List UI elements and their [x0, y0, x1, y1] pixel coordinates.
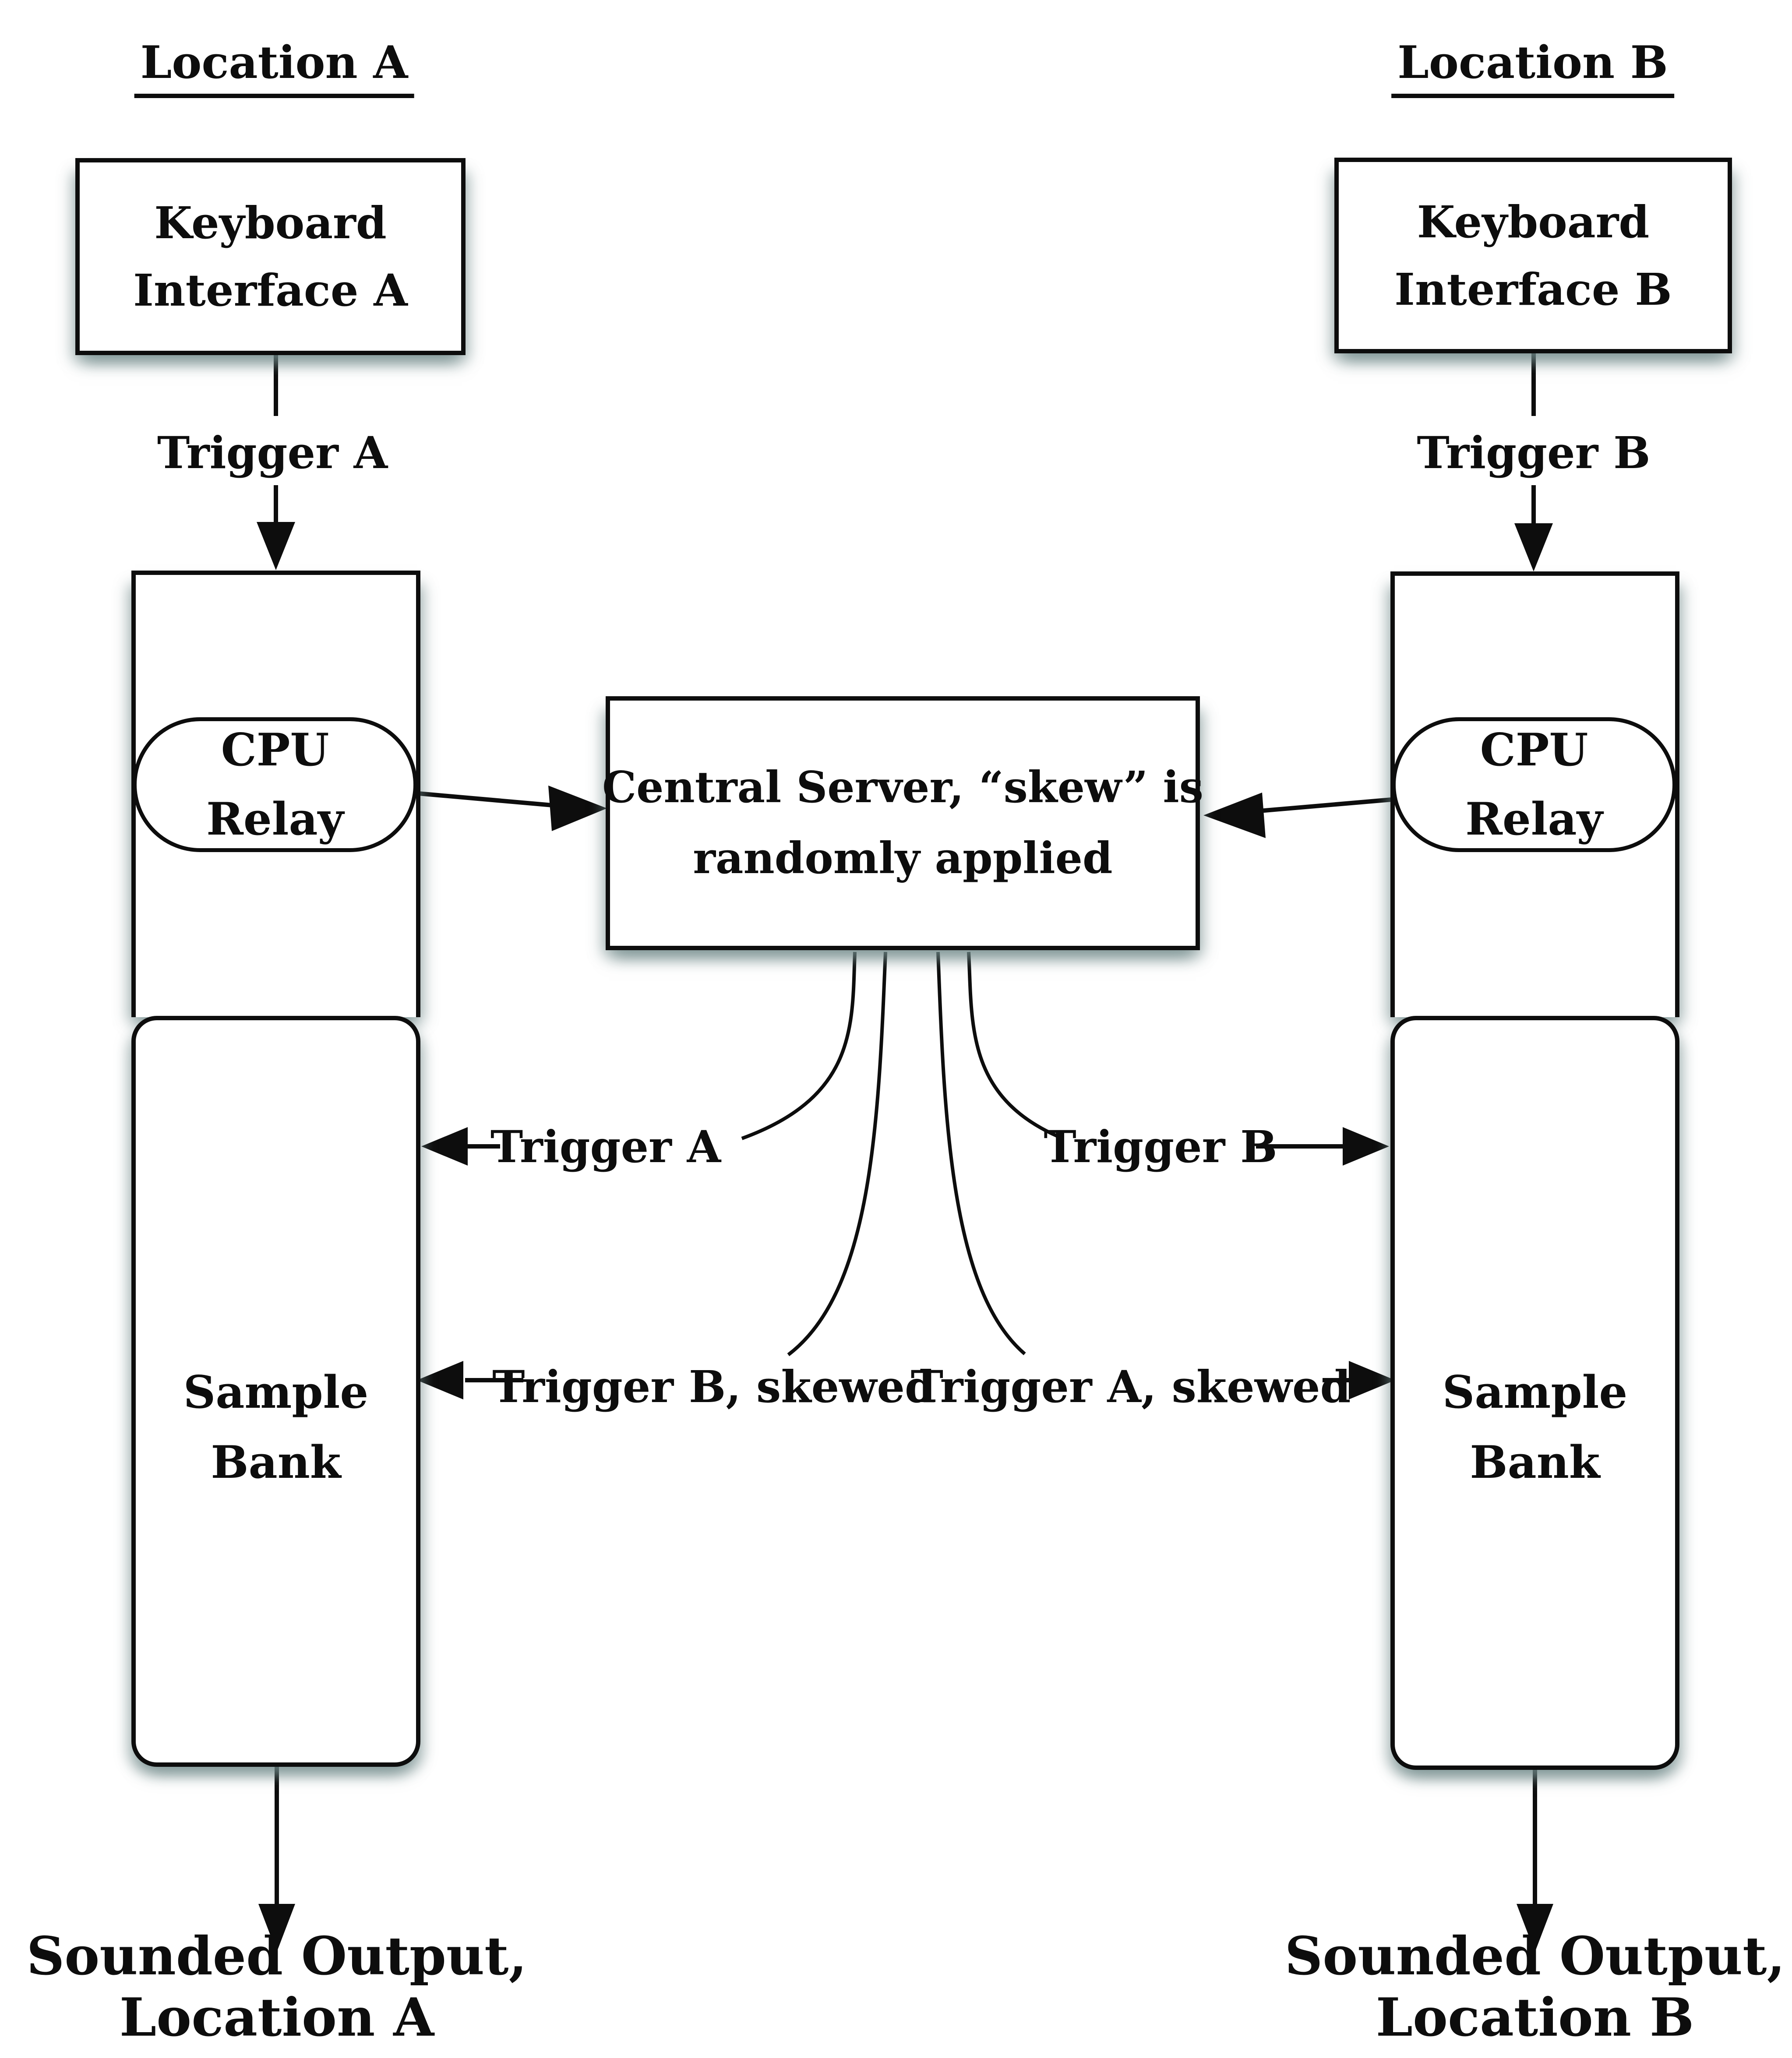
- server-curve-to-trigger-b-skewed: [787, 951, 887, 1357]
- sample-bank-a-line1: Sample: [183, 1366, 369, 1419]
- keyboard-b-line2: Interface B: [1394, 263, 1672, 315]
- trigger-a-direct-arrowhead: [421, 1127, 468, 1166]
- sounded-output-b-line2: Location B: [1376, 1987, 1694, 2048]
- trigger-b-arrowhead: [1514, 523, 1553, 571]
- sample-bank-b-box: Sample Bank: [1390, 1016, 1679, 1770]
- location-a-title-text: Location A: [134, 39, 414, 98]
- keyboard-a-line2: Interface A: [133, 264, 408, 316]
- keyboard-interface-a-box: Keyboard Interface A: [75, 158, 466, 355]
- sample-bank-b-line2: Bank: [1470, 1436, 1600, 1489]
- routed-trigger-b-skewed-label: Trigger B, skewed: [492, 1361, 935, 1413]
- server-curve-to-trigger-b: [967, 951, 1062, 1139]
- sample-bank-b-label: Sample Bank: [1395, 1357, 1675, 1498]
- keyboard-interface-b-box: Keyboard Interface B: [1334, 158, 1732, 353]
- sounded-output-a-line2: Location A: [119, 1987, 434, 2048]
- trigger-a-skewed-arrowhead: [1349, 1361, 1395, 1399]
- sample-bank-a-line2: Bank: [211, 1436, 341, 1489]
- cpu-b-to-server-shaft: [1259, 797, 1392, 813]
- location-b-title: Location B: [1391, 39, 1674, 98]
- server-curve-to-trigger-a: [741, 951, 857, 1140]
- cpu-b-to-server-arrowhead: [1203, 793, 1266, 838]
- cpu-relay-a: CPU Relay: [133, 717, 417, 852]
- server-curve-to-trigger-a-skewed: [936, 951, 1026, 1356]
- trigger-b-direct-arrowhead: [1343, 1127, 1389, 1166]
- cpu-relay-a-line2: Relay: [206, 793, 344, 846]
- central-server-box: Central Server, “skew” is randomly appli…: [602, 696, 1203, 950]
- sample-bank-a-label: Sample Bank: [136, 1357, 416, 1498]
- sounded-output-b-line1: Sounded Output,: [1284, 1925, 1785, 1987]
- cpu-relay-b: CPU Relay: [1392, 717, 1676, 852]
- sounded-output-a-line1: Sounded Output,: [26, 1925, 527, 1987]
- trigger-a-label: Trigger A: [157, 427, 388, 479]
- keyboard-a-line1: Keyboard: [154, 197, 387, 249]
- central-server-line2: randomly applied: [693, 833, 1113, 884]
- sample-bank-a-box: Sample Bank: [131, 1016, 420, 1767]
- trigger-b-skewed-arrowhead: [417, 1361, 463, 1399]
- location-a-title: Location A: [134, 39, 414, 98]
- sample-bank-b-line1: Sample: [1442, 1366, 1628, 1419]
- routed-trigger-a-label: Trigger A: [490, 1121, 721, 1173]
- location-b-title-text: Location B: [1391, 39, 1674, 98]
- keyboard-b-line1: Keyboard: [1417, 196, 1650, 248]
- cpu-relay-b-line1: CPU: [1480, 724, 1588, 776]
- cpu-relay-a-line1: CPU: [221, 724, 329, 776]
- central-server-line1: Central Server, “skew” is: [602, 762, 1203, 813]
- cpu-relay-b-line2: Relay: [1465, 793, 1603, 846]
- sounded-output-b-label: Sounded Output, Location B: [1285, 1926, 1785, 2048]
- sounded-output-a-label: Sounded Output, Location A: [27, 1926, 527, 2048]
- trigger-b-label: Trigger B: [1417, 427, 1651, 479]
- cpu-a-to-server-shaft: [418, 791, 557, 808]
- routed-trigger-b-label: Trigger B: [1044, 1121, 1277, 1173]
- trigger-a-arrowhead: [257, 522, 295, 570]
- routed-trigger-a-skewed-label: Trigger A, skewed: [910, 1361, 1351, 1413]
- cpu-a-to-server-arrowhead: [548, 786, 607, 831]
